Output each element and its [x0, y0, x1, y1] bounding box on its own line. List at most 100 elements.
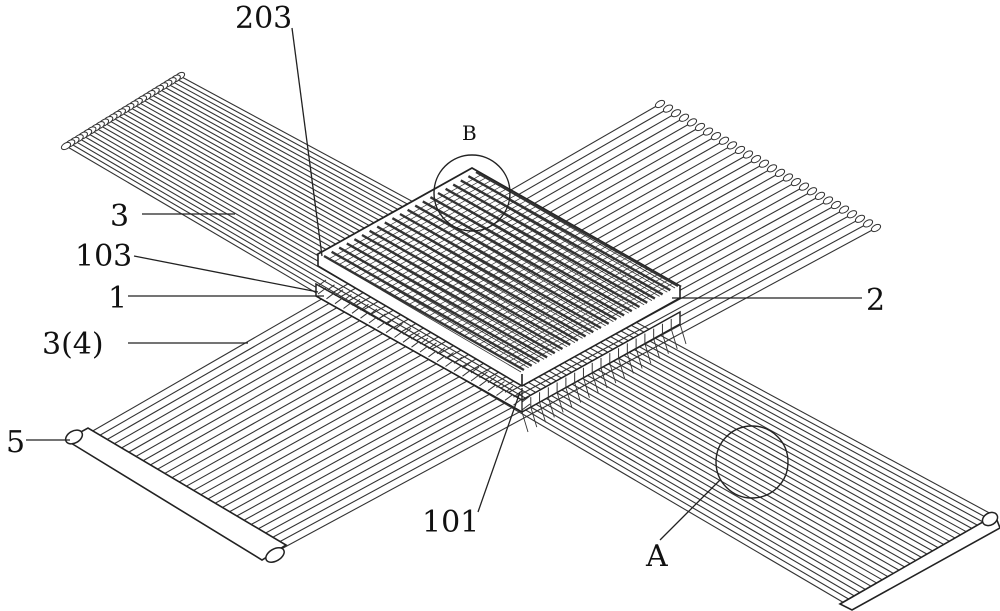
grid-col: [443, 240, 598, 325]
slat: [504, 393, 514, 401]
grid-row-edge: [349, 245, 545, 360]
tube-b: [271, 227, 877, 555]
slat-fin: [662, 333, 669, 354]
grid-col: [368, 197, 522, 282]
tube-b-cap: [734, 145, 746, 155]
grid-col: [383, 205, 537, 291]
grid-col: [373, 200, 527, 285]
slat: [385, 326, 395, 334]
grid-col: [463, 251, 618, 337]
grid-row-edge: [410, 211, 606, 327]
slat-fin: [644, 343, 652, 364]
tube-b-cap: [758, 159, 770, 168]
grid-row-edge: [417, 207, 614, 322]
tube-b-cap: [782, 173, 794, 182]
grid-col: [343, 183, 497, 268]
tube-a: [82, 135, 869, 592]
slat: [326, 292, 335, 300]
slat-fin: [618, 358, 625, 379]
slat: [479, 379, 488, 387]
slat-fin: [547, 397, 555, 418]
grid-col: [413, 222, 568, 308]
slat-fin: [556, 392, 564, 413]
slat: [479, 371, 488, 379]
tube-b-cap: [742, 150, 754, 159]
grid-col: [508, 277, 664, 362]
grid-col: [518, 282, 674, 368]
slat-fin: [679, 323, 687, 345]
slat: [428, 350, 437, 358]
slat: [334, 289, 344, 297]
grid-row-edge: [341, 249, 537, 364]
label-1: 1: [108, 281, 127, 316]
tube-b-cap: [750, 155, 762, 164]
tube-b-cap: [702, 127, 714, 136]
leader-101: [477, 391, 521, 513]
slat: [368, 308, 378, 316]
header-pipe-right-end: [981, 511, 999, 527]
grid-row-edge: [402, 215, 599, 331]
grid-col: [333, 177, 487, 263]
grid-row-edge: [387, 224, 583, 339]
label-101: 101: [422, 505, 479, 540]
header-pipe-5: [64, 427, 288, 561]
grid-row-edge: [455, 186, 653, 301]
tube-b-cap: [710, 132, 722, 141]
slat: [436, 355, 446, 363]
tube-b-cap: [830, 200, 842, 210]
grid-col: [438, 237, 593, 322]
grid-col: [358, 191, 512, 277]
slat: [445, 360, 454, 367]
label-3-4: 3(4): [42, 327, 104, 362]
leader-lines: [26, 27, 862, 541]
grid-panel-rows: [323, 170, 679, 373]
slat: [428, 342, 437, 350]
grid-row-edge: [425, 203, 622, 318]
slat: [470, 374, 480, 382]
slat: [360, 311, 369, 319]
tube-b-cap: [694, 122, 706, 132]
base-frame-slats: [317, 279, 687, 433]
leader-A: [659, 479, 721, 541]
slat: [504, 385, 514, 393]
slat-fin: [609, 362, 617, 384]
grid-col: [483, 262, 638, 348]
slat: [317, 287, 327, 295]
slat: [513, 398, 522, 406]
leader-103: [133, 255, 319, 293]
slat-fin: [635, 348, 643, 369]
grid-col: [453, 245, 608, 331]
grid-row-edge: [379, 228, 576, 343]
grid-col: [458, 248, 613, 334]
slat: [385, 318, 395, 326]
slat-fin: [670, 328, 678, 350]
slat: [360, 303, 369, 311]
tube-b-cap: [678, 113, 690, 122]
slat-fin: [530, 406, 538, 428]
grid-row-edge: [334, 253, 529, 369]
header-pipe-right: [838, 513, 1000, 611]
label-3: 3: [110, 199, 129, 234]
label-B: B: [462, 121, 477, 145]
grid-row-edge: [440, 194, 637, 310]
slat: [343, 302, 352, 309]
grid-col: [428, 231, 583, 317]
slat: [368, 316, 378, 324]
grid-row-edge: [372, 232, 568, 348]
slat: [411, 332, 420, 340]
grid-col: [503, 274, 658, 359]
leader-203: [291, 27, 323, 257]
tube-b-cap: [870, 223, 882, 233]
slat: [419, 345, 429, 353]
grid-col: [488, 265, 643, 351]
header-pipe-5-end-right: [265, 547, 285, 563]
slat: [394, 323, 403, 330]
grid-col: [433, 234, 588, 320]
slat: [419, 337, 429, 345]
detail-circle-B: [433, 154, 511, 232]
tube-b-cap: [662, 104, 674, 113]
detail-circle-A: [715, 425, 789, 499]
grid-row-edge: [471, 177, 668, 293]
slat-fin: [583, 377, 590, 398]
